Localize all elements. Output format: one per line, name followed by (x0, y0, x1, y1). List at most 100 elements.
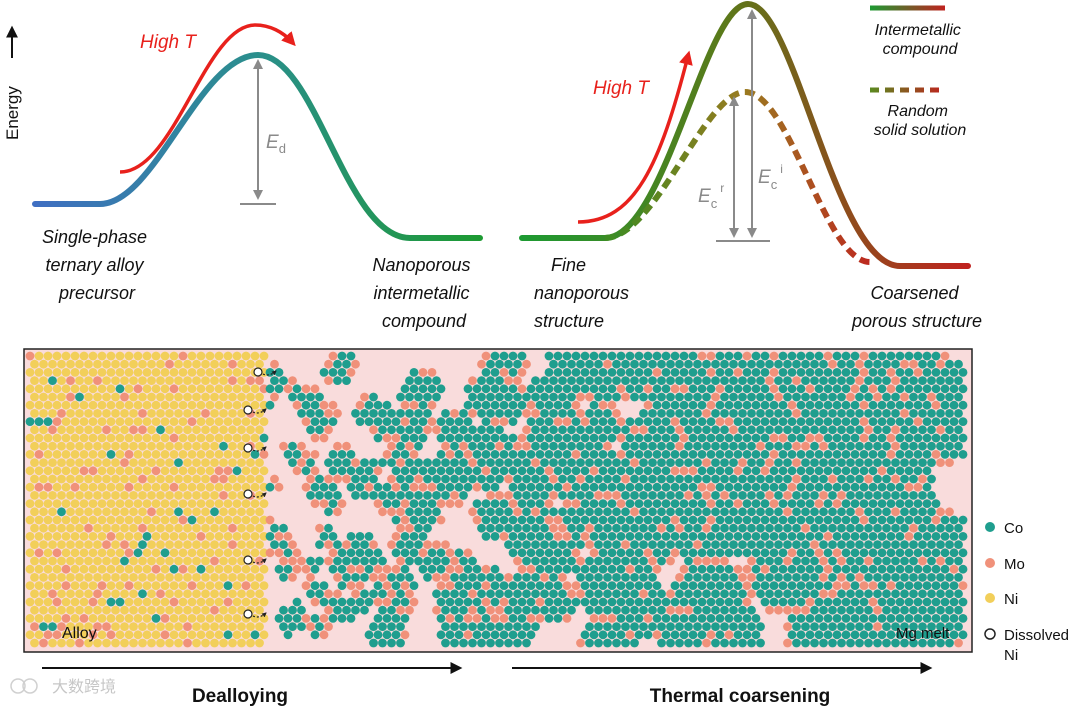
co-atom (315, 425, 324, 435)
co-atom (535, 433, 545, 443)
co-atom (886, 466, 896, 476)
ni-atom (250, 433, 260, 443)
mo-atom (178, 564, 188, 574)
fine-nanoporous-label: Fine nanoporous structure (534, 255, 634, 331)
co-atom (360, 589, 369, 599)
ni-atom (88, 351, 98, 361)
ni-atom (156, 507, 165, 517)
co-atom (283, 630, 293, 640)
mo-atom (48, 589, 57, 599)
co-atom (819, 392, 828, 402)
co-atom (223, 581, 233, 590)
co-atom (594, 523, 603, 533)
ni-atom (241, 368, 251, 377)
co-atom (909, 425, 918, 435)
ni-atom (133, 564, 143, 574)
mo-atom (549, 491, 558, 500)
co-atom (396, 491, 405, 500)
random-solid-solution-curve (604, 88, 871, 265)
ni-atom (214, 630, 224, 640)
co-atom (837, 540, 846, 549)
co-atom (616, 548, 626, 558)
ni-atom (102, 458, 111, 467)
mo-atom (324, 474, 333, 484)
co-atom (688, 548, 698, 558)
co-atom (526, 433, 536, 443)
co-atom (459, 556, 468, 566)
co-atom (414, 523, 423, 533)
mo-atom (562, 499, 572, 508)
co-atom (774, 540, 783, 549)
co-atom (850, 351, 860, 361)
mo-atom (445, 564, 455, 574)
co-atom (904, 614, 914, 623)
co-atom (594, 409, 603, 418)
ni-atom (79, 532, 89, 541)
mo-atom (387, 540, 396, 549)
mo-atom (391, 482, 401, 492)
co-atom (571, 368, 581, 377)
mo-atom (43, 630, 53, 640)
co-atom (495, 409, 504, 418)
co-atom (513, 573, 522, 582)
co-atom (585, 474, 594, 484)
co-atom (688, 499, 698, 508)
co-atom (909, 474, 918, 484)
co-atom (472, 597, 482, 607)
co-atom (306, 458, 315, 467)
co-atom (522, 458, 531, 467)
co-atom (333, 359, 342, 369)
co-atom (936, 409, 945, 418)
co-atom (418, 532, 428, 541)
mo-atom (169, 384, 179, 394)
co-atom (949, 548, 959, 558)
co-atom (355, 532, 365, 541)
co-atom (864, 573, 873, 582)
co-atom (351, 409, 360, 418)
co-atom (549, 409, 558, 418)
co-atom (279, 376, 288, 385)
co-atom (387, 638, 396, 648)
co-atom (432, 392, 441, 402)
co-atom (796, 433, 806, 443)
ni-atom (30, 491, 39, 500)
co-atom (873, 589, 882, 599)
ni-atom (106, 384, 116, 394)
mo-atom (724, 417, 734, 426)
co-atom (382, 417, 392, 426)
co-atom (666, 474, 675, 484)
ni-atom (120, 573, 129, 582)
ni-atom (52, 466, 62, 476)
co-atom (828, 556, 837, 566)
ni-atom (142, 564, 152, 574)
co-atom (850, 597, 860, 607)
co-atom (720, 589, 729, 599)
ni-atom (75, 573, 84, 582)
mo-atom (319, 433, 329, 443)
ni-atom (246, 425, 255, 435)
ni-atom (102, 409, 111, 418)
mo-atom (400, 499, 410, 508)
mo-atom (48, 425, 57, 435)
ni-atom (165, 376, 174, 385)
ni-atom (142, 482, 152, 492)
ni-atom (187, 499, 197, 508)
mo-atom (373, 499, 383, 508)
ni-atom (34, 466, 44, 476)
mo-atom (814, 499, 824, 508)
ni-atom (169, 581, 179, 590)
co-atom (526, 515, 536, 525)
mo-atom (97, 581, 107, 590)
co-atom (801, 376, 810, 385)
mo-atom (544, 499, 554, 508)
ni-atom (52, 368, 62, 377)
co-atom (733, 482, 743, 492)
co-atom (738, 409, 747, 418)
co-atom (711, 491, 720, 500)
co-atom (661, 548, 671, 558)
ni-atom (66, 605, 75, 615)
co-atom (445, 482, 455, 492)
ni-atom (138, 573, 147, 582)
co-atom (895, 384, 905, 394)
co-atom (138, 589, 147, 599)
